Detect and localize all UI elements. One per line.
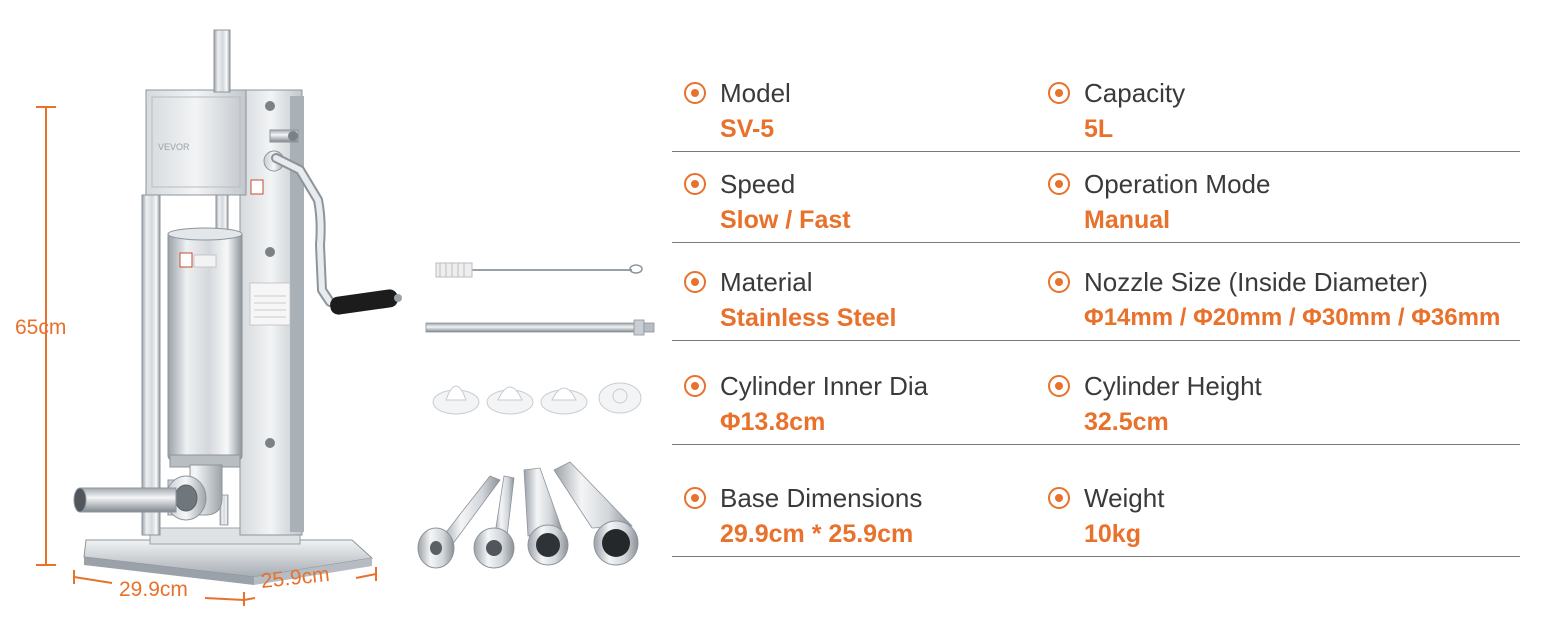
target-circle-icon bbox=[684, 173, 706, 195]
spec-row-2: Speed Slow / Fast Operation Mode Manual bbox=[672, 169, 1520, 243]
target-circle-icon bbox=[684, 375, 706, 397]
spec-value: Stainless Steel bbox=[720, 304, 897, 332]
stuffing-tubes bbox=[417, 461, 639, 569]
spec-label: Cylinder Inner Dia bbox=[720, 371, 929, 401]
brand-logo: VEVOR bbox=[158, 142, 190, 152]
spec-value: Φ14mm / Φ20mm / Φ30mm / Φ36mm bbox=[1084, 304, 1501, 331]
spec-label: Cylinder Height bbox=[1084, 371, 1262, 401]
spec-value: Φ13.8cm bbox=[720, 408, 826, 436]
spec-label: Model bbox=[720, 78, 791, 108]
spec-label: Material bbox=[720, 267, 813, 297]
spec-value: SV-5 bbox=[720, 115, 775, 143]
left-column bbox=[141, 194, 161, 536]
crank-handle bbox=[263, 129, 402, 315]
spec-label: Capacity bbox=[1084, 78, 1186, 108]
spec-label: Speed bbox=[720, 169, 796, 199]
spec-row-5: Base Dimensions 29.9cm * 25.9cm Weight 1… bbox=[672, 483, 1520, 557]
spec-value: 29.9cm * 25.9cm bbox=[720, 520, 914, 548]
target-circle-icon bbox=[684, 487, 706, 509]
base-plate bbox=[83, 527, 374, 585]
base-dimension-line bbox=[73, 567, 377, 606]
base-length-label: 29.9cm bbox=[119, 578, 188, 601]
outlet-tube bbox=[73, 464, 223, 521]
spec-label: Nozzle Size (Inside Diameter) bbox=[1084, 267, 1428, 297]
height-dimension-label: 65cm bbox=[15, 316, 67, 339]
spec-value: Manual bbox=[1084, 206, 1171, 234]
target-circle-icon bbox=[1048, 173, 1070, 195]
spec-value: 10kg bbox=[1084, 520, 1141, 548]
cylinder bbox=[167, 227, 243, 468]
spec-value: Slow / Fast bbox=[720, 206, 851, 234]
target-circle-icon bbox=[1048, 487, 1070, 509]
gear-box: VEVOR bbox=[145, 89, 247, 196]
piston-rod bbox=[213, 29, 231, 93]
spec-row-1: Model SV-5 Capacity 5L bbox=[672, 78, 1520, 152]
spec-row-3: Material Stainless Steel Nozzle Size (In… bbox=[672, 267, 1520, 341]
accessories-illustration bbox=[417, 262, 655, 569]
spec-row-4: Cylinder Inner Dia Φ13.8cm Cylinder Heig… bbox=[672, 371, 1520, 445]
push-rod bbox=[425, 319, 655, 336]
target-circle-icon bbox=[1048, 271, 1070, 293]
spec-value: 32.5cm bbox=[1084, 408, 1169, 436]
target-circle-icon bbox=[1048, 82, 1070, 104]
spec-label: Base Dimensions bbox=[720, 483, 923, 513]
spec-label: Weight bbox=[1084, 483, 1165, 513]
nozzle-caps bbox=[432, 382, 642, 415]
cleaning-brush bbox=[435, 262, 643, 278]
product-illustration: VEVOR bbox=[36, 29, 402, 606]
spec-value: 5L bbox=[1084, 115, 1114, 143]
target-circle-icon bbox=[1048, 375, 1070, 397]
target-circle-icon bbox=[684, 271, 706, 293]
spec-label: Operation Mode bbox=[1084, 169, 1271, 199]
height-dimension-line bbox=[36, 106, 56, 566]
target-circle-icon bbox=[684, 82, 706, 104]
